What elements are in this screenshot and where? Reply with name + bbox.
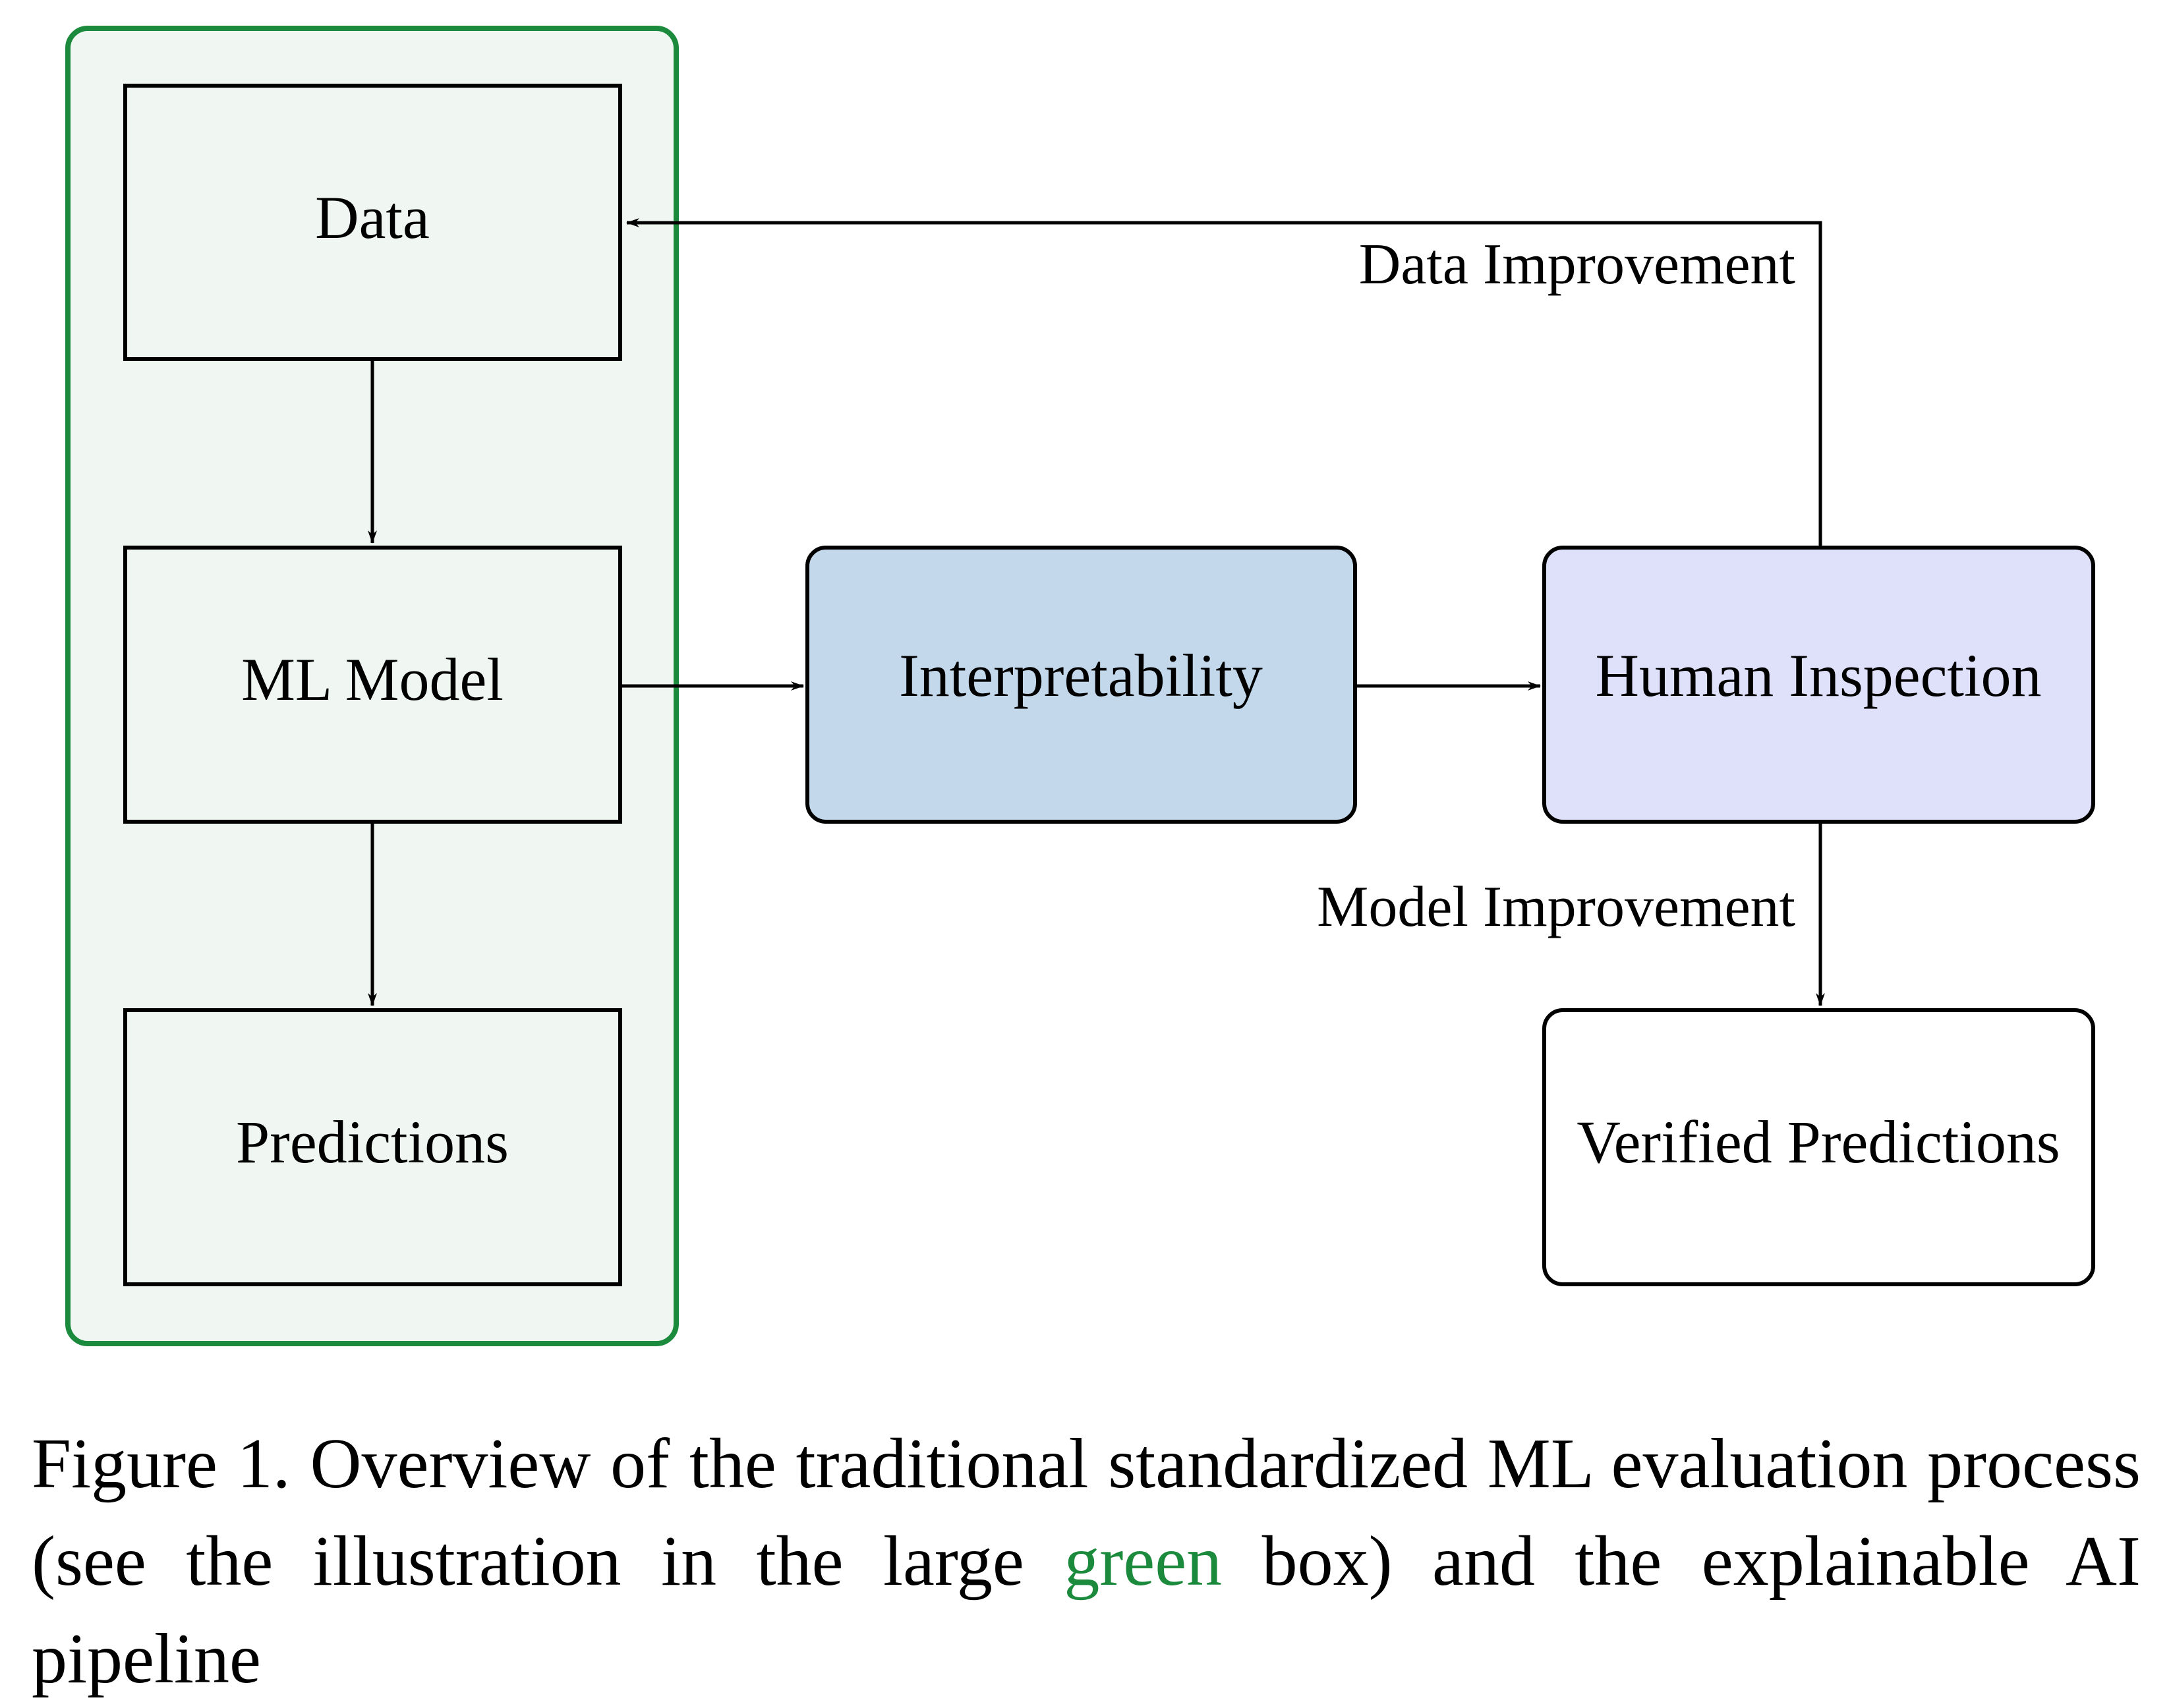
interpretability-label: Interpretability — [899, 642, 1263, 709]
predictions-label: Predictions — [236, 1108, 509, 1176]
interpretability-box — [805, 546, 1357, 824]
human-inspection-label: Human Inspection — [1595, 642, 2041, 709]
caption-green-word: green — [1064, 1522, 1223, 1601]
caption-text-end: box) and the explainable AI pipeline — [32, 1522, 2141, 1698]
verified-predictions-box — [1542, 1008, 2095, 1286]
ml-model-label: ML Model — [241, 646, 504, 713]
caption-text-start: Figure 1. Overview of the traditional st… — [32, 1425, 2141, 1601]
data-label: Data — [315, 184, 430, 251]
human-inspection-box — [1542, 546, 2095, 824]
data-improvement-label: Data Improvement — [1359, 233, 1795, 297]
figure-caption: Figure 1. Overview of the traditional st… — [32, 1415, 2141, 1708]
verified-predictions-label: Verified Predictions — [1577, 1108, 2060, 1176]
arrow-data-improvement-feedback — [626, 218, 1822, 546]
ml-model-box — [123, 546, 622, 824]
model-improvement-label: Model Improvement — [1317, 875, 1795, 939]
predictions-box — [123, 1008, 622, 1286]
data-box — [123, 84, 622, 361]
